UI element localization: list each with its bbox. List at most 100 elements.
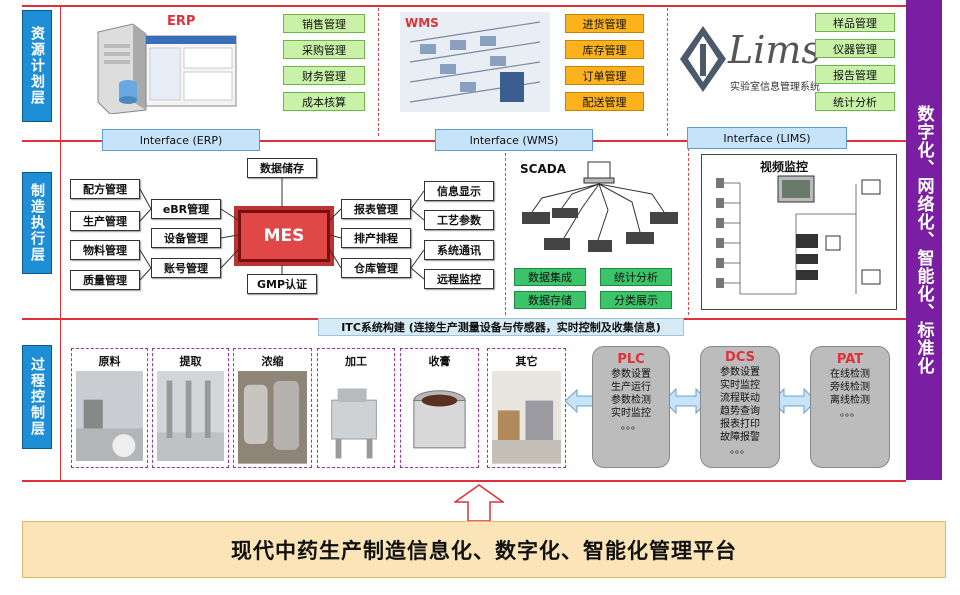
- interface-wms: Interface (WMS): [435, 129, 593, 151]
- station-concentrate: 浓缩: [233, 348, 312, 468]
- mes-midleft-0: eBR管理: [151, 199, 221, 219]
- mes-midright-1: 排产排程: [341, 228, 411, 248]
- mes-midleft-1: 设备管理: [151, 228, 221, 248]
- plc-line-0: 参数设置: [611, 369, 651, 380]
- arrow-dcs-pat: [772, 387, 816, 415]
- station-photo-1: [157, 371, 224, 461]
- lims-item-2: 报告管理: [815, 65, 895, 84]
- pat-title: PAT: [836, 352, 864, 367]
- station-label-2: 浓缩: [261, 355, 284, 368]
- erp-item-2: 财务管理: [283, 66, 365, 85]
- pat-line-2: 离线检测: [830, 395, 870, 406]
- lims-logo-sub: 实验室信息管理系统: [730, 82, 820, 93]
- lims-item-1: 仪器管理: [815, 39, 895, 58]
- layer-label-process: 过程控制层: [22, 345, 52, 449]
- erp-item-3: 成本核算: [283, 92, 365, 111]
- wms-item-2: 订单管理: [565, 66, 644, 85]
- station-process: 加工: [317, 348, 395, 468]
- divider-mes-scada: [505, 143, 506, 315]
- dcs-box: DCS 参数设置 实时监控 流程联动 趋势查询 报表打印 故障报警 。。。: [700, 346, 780, 468]
- station-photo-2: [238, 371, 307, 464]
- plc-line-1: 生产运行: [611, 382, 651, 393]
- layer-divider-top: [22, 5, 906, 7]
- mes-midright-2: 仓库管理: [341, 258, 411, 278]
- station-label-4: 收膏: [428, 355, 451, 368]
- mes-data-storage: 数据储存: [247, 158, 317, 178]
- layer-label-exec: 制造执行层: [22, 172, 52, 274]
- arrow-plc-dcs: [664, 387, 708, 415]
- dcs-line-6: 。。。: [730, 445, 750, 456]
- layer-divider-3: [22, 480, 906, 482]
- wms-title: WMS: [405, 16, 439, 30]
- mes-midright-0: 报表管理: [341, 199, 411, 219]
- itc-title: ITC系统构建 (连接生产测量设备与传感器，实时控制及收集信息): [318, 318, 684, 336]
- mes-right-3: 远程监控: [424, 269, 494, 289]
- mes-gmp: GMP认证: [247, 274, 317, 294]
- wms-item-0: 进货管理: [565, 14, 644, 33]
- mes-connectors: [139, 178, 425, 281]
- plc-title: PLC: [617, 352, 645, 367]
- dcs-line-0: 参数设置: [720, 367, 760, 378]
- interface-lims: Interface (LIMS): [687, 127, 847, 149]
- station-label-1: 提取: [179, 355, 202, 368]
- station-extract: 提取: [152, 348, 229, 468]
- station-photo-0: [76, 371, 143, 461]
- plc-line-3: 实时监控: [611, 408, 651, 419]
- lims-logo: Lims: [728, 28, 821, 72]
- dcs-title: DCS: [725, 350, 755, 365]
- interface-erp: Interface (ERP): [102, 129, 260, 151]
- scada-item-3: 分类展示: [600, 291, 672, 309]
- mes-left-1: 生产管理: [70, 211, 140, 231]
- warehouse-image: [400, 12, 550, 112]
- video-network-diagram: [716, 175, 881, 295]
- mes-left-2: 物料管理: [70, 240, 140, 260]
- station-other: 其它: [487, 348, 566, 468]
- plc-line-2: 参数检测: [611, 395, 651, 406]
- scada-item-2: 数据存储: [514, 291, 586, 309]
- dcs-line-5: 故障报警: [720, 432, 760, 443]
- up-arrow: [454, 484, 504, 522]
- mes-left-0: 配方管理: [70, 179, 140, 199]
- platform-banner: 现代中药生产制造信息化、数字化、智能化管理平台: [22, 521, 946, 578]
- pat-line-0: 在线检测: [830, 369, 870, 380]
- station-paste: 收膏: [400, 348, 479, 468]
- divider-scada-video: [688, 143, 689, 315]
- layer-label-plan: 资源计划层: [22, 10, 52, 122]
- plc-line-4: 。。。: [621, 421, 641, 432]
- station-photo-3: [322, 371, 390, 463]
- plc-box: PLC 参数设置 生产运行 参数检测 实时监控 。。。: [592, 346, 670, 468]
- divider-erp-wms: [378, 8, 379, 136]
- station-label-3: 加工: [345, 355, 367, 368]
- station-photo-5: [492, 371, 561, 464]
- scada-title: SCADA: [520, 162, 566, 176]
- station-photo-4: [405, 371, 474, 464]
- scada-item-0: 数据集成: [514, 268, 586, 286]
- pat-line-3: 。。。: [840, 408, 860, 419]
- dcs-line-1: 实时监控: [720, 380, 760, 391]
- dcs-line-3: 趋势查询: [720, 406, 760, 417]
- station-label-0: 原料: [98, 355, 121, 368]
- wms-item-3: 配送管理: [565, 92, 644, 111]
- erp-title: ERP: [167, 14, 196, 29]
- mes-right-0: 信息显示: [424, 181, 494, 201]
- side-banner: 数字化、网络化、智能化、标准化: [906, 0, 942, 480]
- wms-item-1: 库存管理: [565, 40, 644, 59]
- erp-item-1: 采购管理: [283, 40, 365, 59]
- pat-line-1: 旁线检测: [830, 382, 870, 393]
- erp-item-0: 销售管理: [283, 14, 365, 33]
- mes-left-3: 质量管理: [70, 270, 140, 290]
- left-border: [60, 5, 61, 482]
- station-label-5: 其它: [515, 355, 538, 368]
- lims-item-0: 样品管理: [815, 13, 895, 32]
- mes-midleft-2: 账号管理: [151, 258, 221, 278]
- station-raw: 原料: [71, 348, 148, 468]
- divider-wms-lims: [667, 8, 668, 136]
- mes-right-2: 系统通讯: [424, 240, 494, 260]
- lims-logo-mark: [680, 26, 726, 92]
- mes-core: MES: [238, 210, 330, 262]
- mes-right-1: 工艺参数: [424, 210, 494, 230]
- server-icon: [97, 23, 237, 114]
- pat-box: PAT 在线检测 旁线检测 离线检测 。。。: [810, 346, 890, 468]
- lims-item-3: 统计分析: [815, 92, 895, 111]
- arrow-station-plc: [565, 388, 595, 414]
